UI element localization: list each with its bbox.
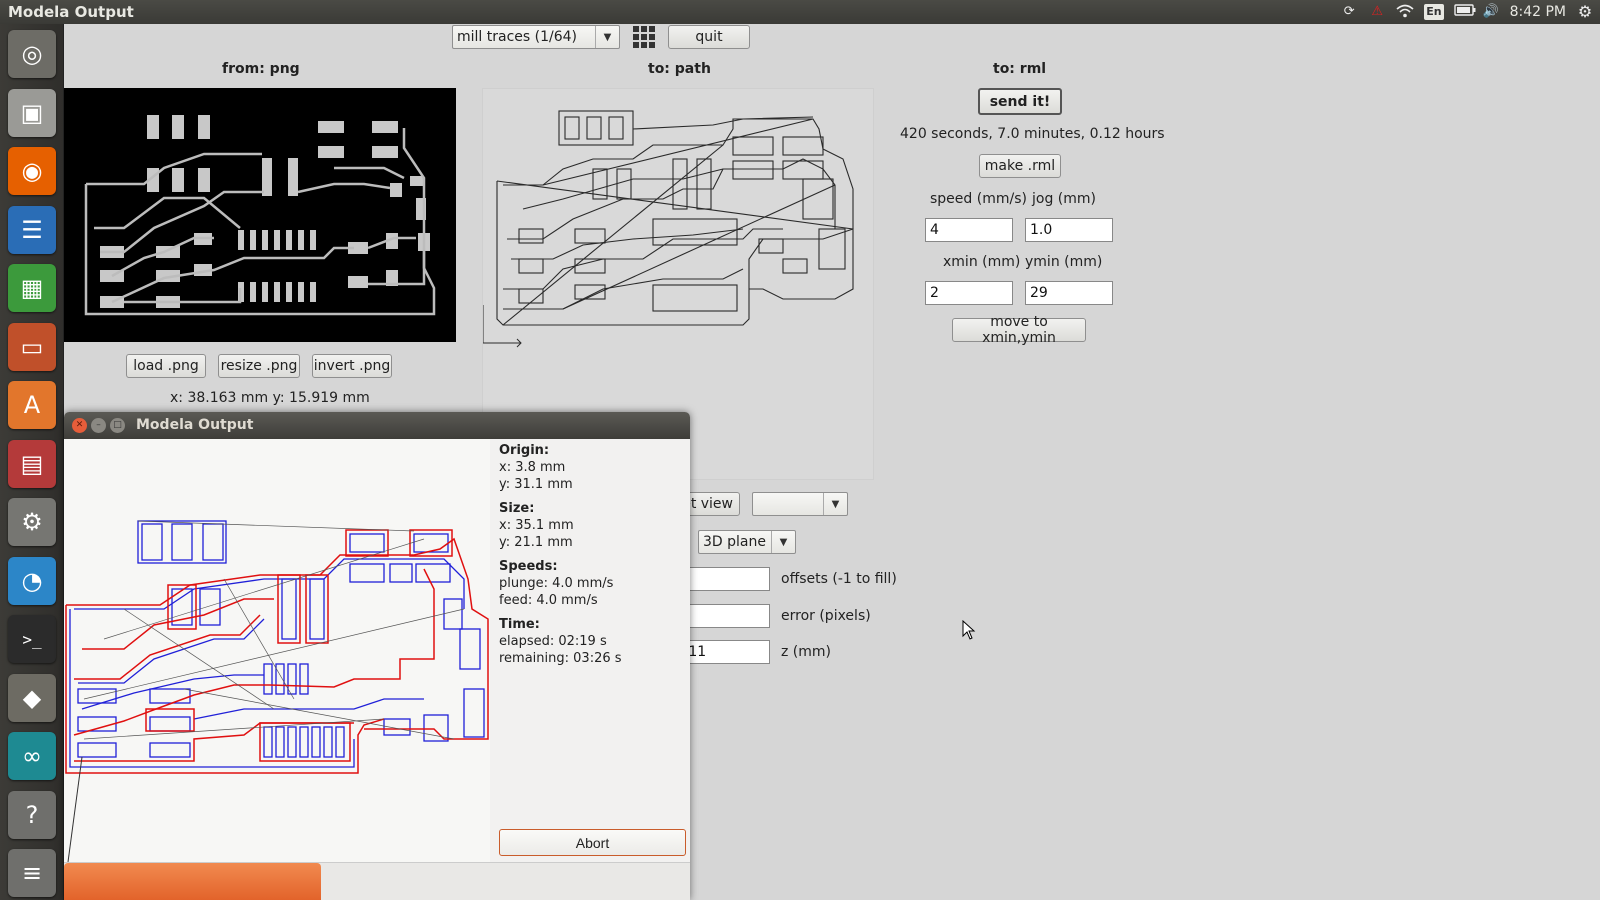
abort-button[interactable]: Abort bbox=[499, 829, 686, 856]
active-app-title: Modela Output bbox=[8, 3, 134, 21]
launcher-workspaces[interactable]: ≡ bbox=[8, 849, 56, 897]
launcher-help[interactable]: ? bbox=[8, 790, 56, 839]
firefox-icon: ◉ bbox=[21, 157, 43, 185]
process-select-value: mill traces (1/64) bbox=[457, 29, 577, 45]
battery-icon[interactable] bbox=[1453, 4, 1476, 20]
png-preview[interactable] bbox=[64, 88, 456, 342]
feed-speed: feed: 4.0 mm/s bbox=[499, 593, 598, 608]
plane-select-value: 3D plane bbox=[703, 534, 766, 550]
quit-button[interactable]: quit bbox=[668, 25, 750, 49]
invert-png-button[interactable]: invert .png bbox=[312, 354, 392, 378]
progress-fill bbox=[64, 863, 321, 900]
mouse-cursor-icon bbox=[962, 619, 976, 644]
move-to-xmin-ymin-button[interactable]: move to xmin,ymin bbox=[952, 314, 1086, 346]
process-select[interactable]: mill traces (1/64) ▼ bbox=[452, 25, 620, 49]
chevron-down-icon: ▼ bbox=[595, 26, 619, 48]
gimp-icon: ◆ bbox=[22, 683, 42, 712]
elapsed-time: elapsed: 02:19 s bbox=[499, 634, 607, 649]
chevron-down-icon: ▼ bbox=[771, 531, 795, 553]
size-heading: Size: bbox=[499, 501, 535, 516]
xmin-input[interactable] bbox=[925, 281, 1013, 305]
speed-input[interactable] bbox=[925, 218, 1013, 242]
stack-icon: ≡ bbox=[21, 859, 43, 887]
launcher-gimp[interactable]: ◆ bbox=[8, 673, 56, 722]
keyboard-layout-indicator[interactable]: En bbox=[1424, 4, 1444, 20]
send-it-button[interactable]: send it! bbox=[978, 88, 1062, 115]
plane-select[interactable]: 3D plane ▼ bbox=[698, 530, 796, 554]
to-rml-heading: to: rml bbox=[993, 61, 1047, 77]
modela-output-dialog: ✕ – □ Modela Output bbox=[64, 412, 690, 900]
offsets-label: offsets (-1 to fill) bbox=[781, 571, 897, 587]
session-gear-icon[interactable]: ⚙ bbox=[1577, 2, 1593, 21]
arduino-icon: ∞ bbox=[22, 742, 42, 770]
origin-x: x: 3.8 mm bbox=[499, 460, 566, 475]
to-path-heading: to: path bbox=[648, 61, 711, 77]
time-heading: Time: bbox=[499, 617, 540, 632]
make-rml-button[interactable]: make .rml bbox=[979, 154, 1061, 178]
maximize-icon[interactable]: □ bbox=[110, 418, 125, 433]
time-estimate: 420 seconds, 7.0 minutes, 0.12 hours bbox=[900, 126, 1165, 142]
origin-heading: Origin: bbox=[499, 443, 550, 458]
cursor-coordinates: x: 38.163 mm y: 15.919 mm bbox=[170, 390, 370, 406]
question-icon: ? bbox=[25, 800, 39, 829]
presentation-icon: ▭ bbox=[20, 332, 44, 361]
ubuntu-logo-icon: ◎ bbox=[21, 40, 43, 68]
ymin-input[interactable] bbox=[1025, 281, 1113, 305]
launcher-screenshot[interactable]: ▣ bbox=[8, 88, 56, 137]
gear-wrench-icon: ⚙ bbox=[21, 508, 43, 536]
system-tray: ⟳ ⚠ En 🔊 8:42 PM ⚙ bbox=[1340, 0, 1594, 24]
jog-label: jog (mm) bbox=[1032, 191, 1096, 207]
progress-bar bbox=[64, 862, 690, 900]
wifi-icon[interactable] bbox=[1396, 4, 1414, 20]
document-icon: ☰ bbox=[21, 215, 43, 244]
job-info-panel: Origin: x: 3.8 mm y: 31.1 mm Size: x: 35… bbox=[499, 442, 684, 674]
volume-icon[interactable]: 🔊 bbox=[1482, 4, 1499, 19]
launcher-file-manager[interactable]: ▤ bbox=[8, 439, 56, 488]
close-icon[interactable]: ✕ bbox=[72, 418, 87, 433]
ymin-label: ymin (mm) bbox=[1025, 254, 1103, 270]
size-y: y: 21.1 mm bbox=[499, 535, 573, 550]
from-png-heading: from: png bbox=[222, 61, 300, 77]
milling-preview bbox=[64, 439, 490, 863]
chevron-down-icon: ▼ bbox=[823, 493, 847, 515]
launcher-system-settings[interactable]: ⚙ bbox=[8, 498, 56, 546]
speeds-heading: Speeds: bbox=[499, 559, 558, 574]
sync-icon[interactable]: ⟳ bbox=[1343, 4, 1355, 19]
chat-bubble-icon: ◔ bbox=[21, 566, 43, 595]
speed-label: speed (mm/s) bbox=[930, 191, 1027, 207]
drawer-icon: ▤ bbox=[20, 449, 44, 478]
launcher-calc[interactable]: ▦ bbox=[8, 264, 56, 312]
jog-input[interactable] bbox=[1025, 218, 1113, 242]
top-panel: Modela Output ⟳ ⚠ En 🔊 8:42 PM ⚙ bbox=[0, 0, 1600, 24]
error-label: error (pixels) bbox=[781, 608, 871, 624]
load-png-button[interactable]: load .png bbox=[126, 354, 206, 378]
minimize-icon[interactable]: – bbox=[91, 418, 106, 433]
terminal-icon: >_ bbox=[22, 629, 42, 649]
origin-y: y: 31.1 mm bbox=[499, 477, 573, 492]
launcher-firefox[interactable]: ◉ bbox=[8, 147, 56, 195]
plunge-speed: plunge: 4.0 mm/s bbox=[499, 576, 614, 591]
launcher-terminal[interactable]: >_ bbox=[8, 615, 56, 663]
xmin-label: xmin (mm) bbox=[943, 254, 1021, 270]
warning-icon[interactable]: ⚠ bbox=[1371, 4, 1384, 19]
launcher-writer[interactable]: ☰ bbox=[8, 205, 56, 254]
launcher-arduino[interactable]: ∞ bbox=[8, 732, 56, 780]
spreadsheet-icon: ▦ bbox=[20, 274, 44, 302]
launcher-software-center[interactable]: A bbox=[8, 381, 56, 429]
size-x: x: 35.1 mm bbox=[499, 518, 574, 533]
remaining-time: remaining: 03:26 s bbox=[499, 651, 622, 666]
grid-icon[interactable] bbox=[632, 25, 656, 49]
camera-icon: ▣ bbox=[20, 98, 44, 127]
z-label: z (mm) bbox=[781, 644, 831, 660]
clock[interactable]: 8:42 PM bbox=[1509, 4, 1566, 20]
launcher-dash-home[interactable]: ◎ bbox=[8, 30, 56, 78]
launcher-empathy[interactable]: ◔ bbox=[8, 556, 56, 605]
shopping-bag-icon: A bbox=[23, 391, 41, 419]
launcher-impress[interactable]: ▭ bbox=[8, 322, 56, 371]
launcher: ◎ ▣ ◉ ☰ ▦ ▭ A ▤ ⚙ ◔ >_ ◆ ∞? ≡ bbox=[0, 24, 64, 900]
dialog-title: Modela Output bbox=[136, 417, 254, 433]
dialog-titlebar[interactable]: ✕ – □ Modela Output bbox=[64, 412, 690, 439]
resize-png-button[interactable]: resize .png bbox=[218, 354, 300, 378]
view-select[interactable]: ▼ bbox=[752, 492, 848, 516]
